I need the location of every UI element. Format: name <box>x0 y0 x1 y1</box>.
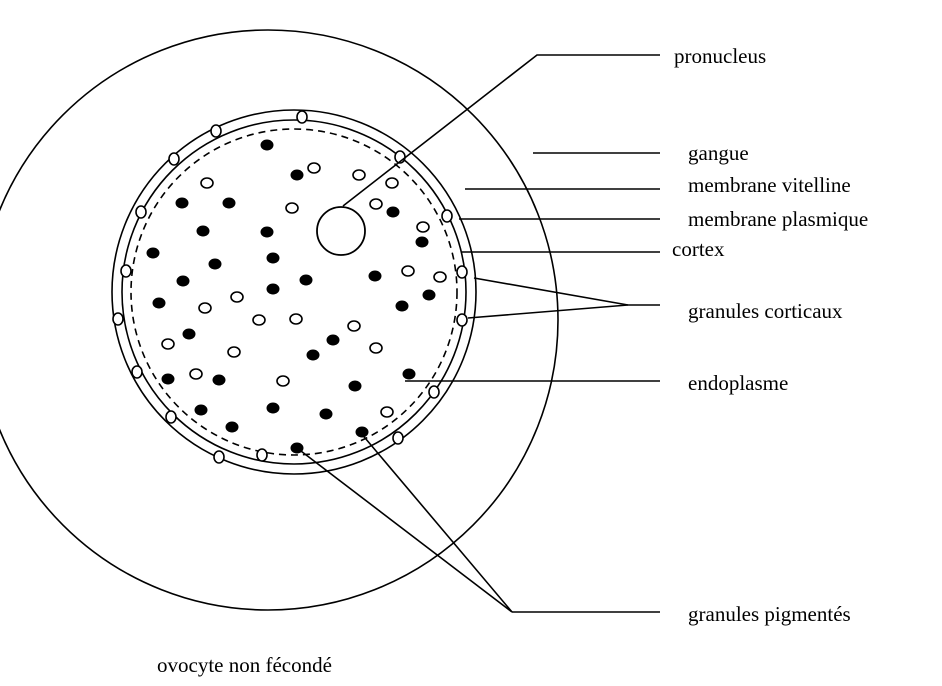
label-gangue: gangue <box>688 141 749 165</box>
pigment-granule <box>183 329 195 339</box>
pigment-granule <box>307 350 319 360</box>
cortical-granule <box>113 313 123 325</box>
cortical-granule <box>136 206 146 218</box>
pigment-granule <box>209 259 221 269</box>
pronucleus-shape <box>317 207 365 255</box>
pigment-granule <box>387 207 399 217</box>
granules-pigmentes-leader-line-2 <box>360 432 512 612</box>
pigment-granule <box>327 335 339 345</box>
cortical-granule <box>429 386 439 398</box>
endoplasm-granule <box>402 266 414 276</box>
cortical-granule <box>214 451 224 463</box>
endoplasm-granule <box>417 222 429 232</box>
pigment-granule <box>369 271 381 281</box>
endoplasm-granule <box>231 292 243 302</box>
pigment-granule <box>223 198 235 208</box>
endoplasm-granule <box>370 343 382 353</box>
cortical-granule <box>132 366 142 378</box>
cortical-granule <box>297 111 307 123</box>
cortical-granule <box>457 314 467 326</box>
pigment-granule <box>197 226 209 236</box>
label-endoplasme: endoplasme <box>688 371 788 395</box>
pigment-granule <box>176 198 188 208</box>
cortical-granule <box>457 266 467 278</box>
pigment-granule <box>261 227 273 237</box>
label-pronucleus: pronucleus <box>674 44 766 68</box>
endoplasm-granule <box>290 314 302 324</box>
endoplasm-granule <box>228 347 240 357</box>
label-membrane-vitelline: membrane vitelline <box>688 173 851 197</box>
cortical-granule <box>442 210 452 222</box>
pigment-granule <box>162 374 174 384</box>
pigment-granule <box>320 409 332 419</box>
pigment-granule <box>416 237 428 247</box>
endoplasm-granule <box>277 376 289 386</box>
granules-corticaux-leader-line-1 <box>474 278 628 305</box>
pigment-granule <box>403 369 415 379</box>
pigment-granule <box>396 301 408 311</box>
label-membrane-plasmique: membrane plasmique <box>688 207 868 231</box>
endoplasm-granule <box>162 339 174 349</box>
pigment-granule <box>300 275 312 285</box>
granules-corticaux-leader-line-2 <box>468 305 660 318</box>
cortical-granule <box>169 153 179 165</box>
endoplasm-granule <box>286 203 298 213</box>
label-cortex: cortex <box>672 237 725 261</box>
pigment-granule <box>226 422 238 432</box>
pigment-granule <box>291 170 303 180</box>
cortical-granule <box>211 125 221 137</box>
endoplasm-granule <box>348 321 360 331</box>
pigment-granule <box>153 298 165 308</box>
endoplasm-granule <box>381 407 393 417</box>
cortical-granules-group <box>113 111 467 463</box>
cortical-granule <box>166 411 176 423</box>
endoplasm-granule <box>353 170 365 180</box>
endoplasm-open-granules-group <box>162 163 446 417</box>
endoplasm-granule <box>190 369 202 379</box>
pigment-granule <box>261 140 273 150</box>
pigment-granule <box>267 284 279 294</box>
endoplasm-granule <box>308 163 320 173</box>
cortical-granule <box>257 449 267 461</box>
endoplasm-granule <box>434 272 446 282</box>
pigment-granule <box>147 248 159 258</box>
endoplasm-granule <box>201 178 213 188</box>
pigment-granule <box>267 403 279 413</box>
endoplasm-granule <box>386 178 398 188</box>
label-granules-corticaux: granules corticaux <box>688 299 843 323</box>
pigment-granule <box>423 290 435 300</box>
granules-pigmentes-leader-line-1 <box>297 448 512 612</box>
cortical-granule <box>121 265 131 277</box>
label-granules-pigmentes: granules pigmentés <box>688 602 851 626</box>
pigment-granule <box>349 381 361 391</box>
endoplasm-granule <box>253 315 265 325</box>
pigment-granule <box>195 405 207 415</box>
cortical-granule <box>393 432 403 444</box>
endoplasm-granule <box>370 199 382 209</box>
pigment-granule <box>267 253 279 263</box>
pigment-granule <box>213 375 225 385</box>
endoplasm-granule <box>199 303 211 313</box>
pigment-granule <box>177 276 189 286</box>
figure-caption: ovocyte non fécondé <box>157 653 332 677</box>
